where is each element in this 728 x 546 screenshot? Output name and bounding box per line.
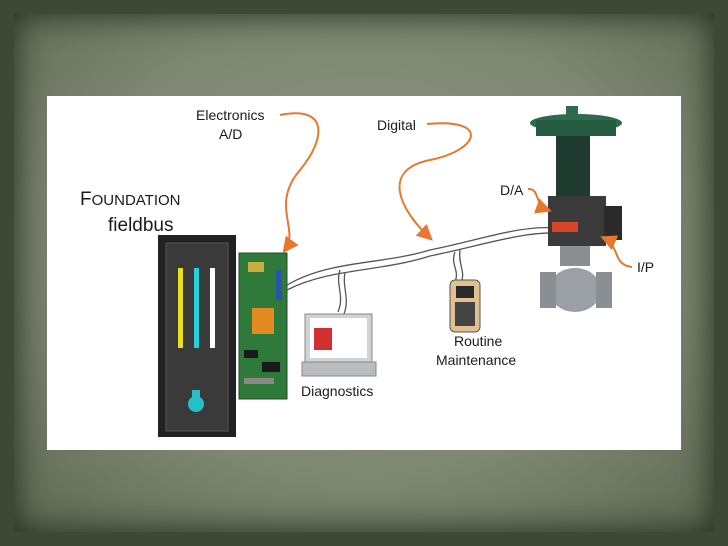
callout-arrows <box>279 112 633 268</box>
label-electronics: Electronics <box>196 107 264 123</box>
label-diagnostics: Diagnostics <box>301 383 373 399</box>
laptop <box>301 313 377 377</box>
label-da: D/A <box>500 182 524 198</box>
title-foundation: FOUNDATION <box>80 189 181 210</box>
label-digital: Digital <box>377 117 416 133</box>
label-ad: A/D <box>219 126 242 142</box>
circuit-board <box>238 252 288 400</box>
white-bar <box>210 268 215 348</box>
cyan-bar <box>194 268 199 348</box>
title-fieldbus: fieldbus <box>108 215 174 236</box>
control-valve <box>530 106 622 312</box>
fieldbus-cable <box>286 226 556 315</box>
yellow-bar <box>178 268 183 348</box>
control-system-panel <box>158 235 236 437</box>
handheld-communicator <box>449 279 481 333</box>
label-maintenance: Maintenance <box>436 352 516 368</box>
label-routine: Routine <box>454 333 502 349</box>
label-ip: I/P <box>637 259 654 275</box>
